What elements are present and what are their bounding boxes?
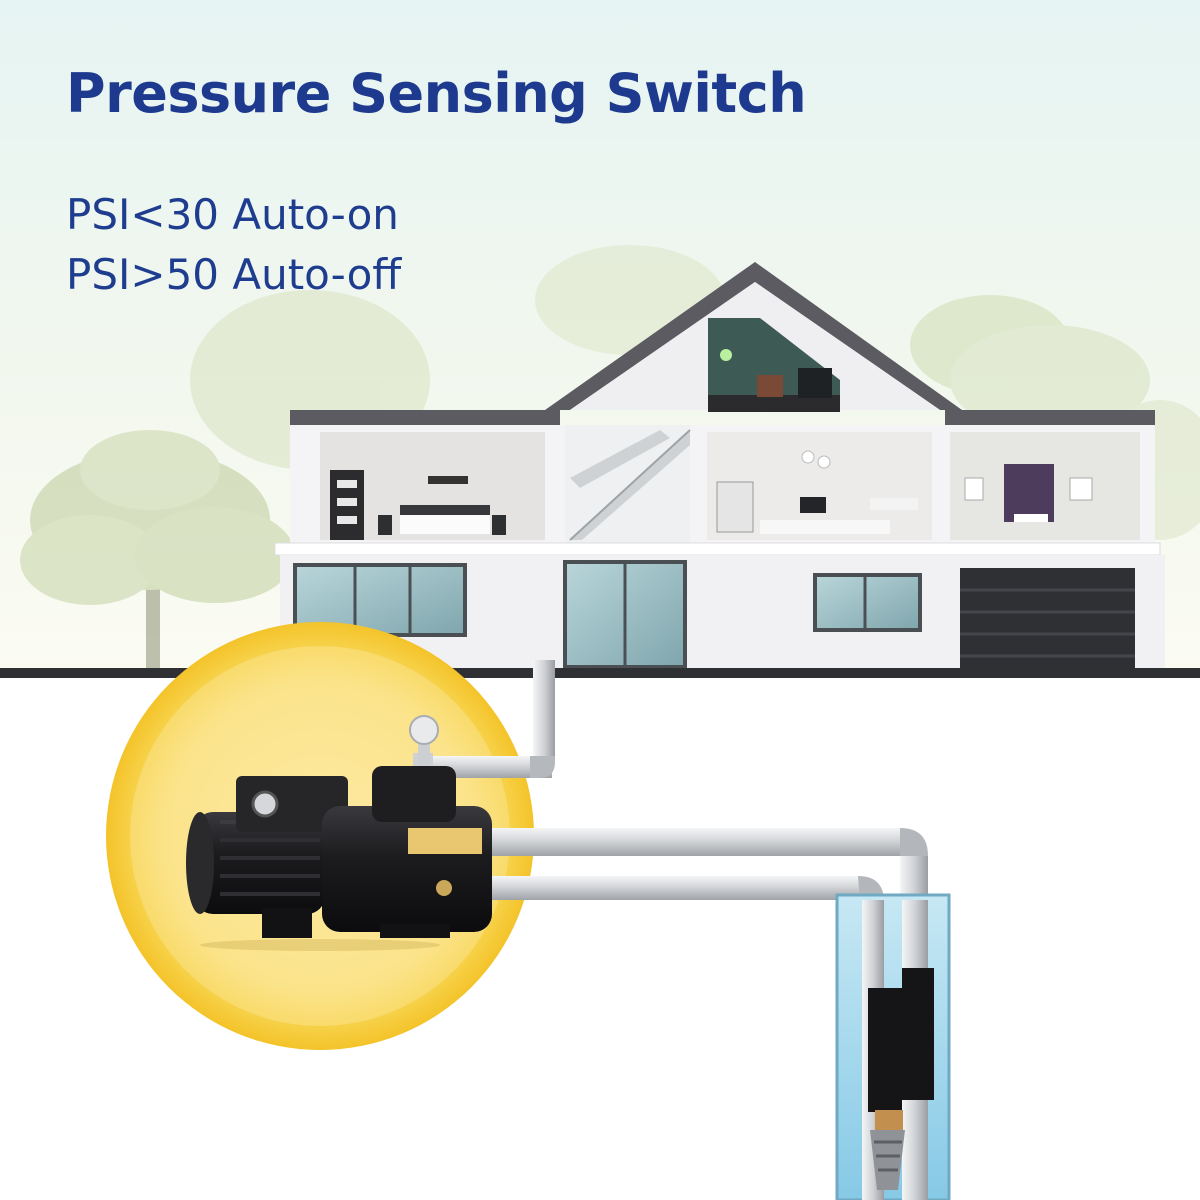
house-cutaway-illustration: [274, 262, 1165, 672]
spec-auto-off: PSI>50 Auto-off: [66, 250, 402, 299]
spec-auto-on: PSI<30 Auto-on: [66, 190, 399, 239]
jet-pump-illustration: [186, 766, 492, 951]
ground-line: [0, 668, 1200, 678]
headline: Pressure Sensing Switch: [66, 62, 807, 125]
foot-valve-icon: [870, 1130, 905, 1190]
